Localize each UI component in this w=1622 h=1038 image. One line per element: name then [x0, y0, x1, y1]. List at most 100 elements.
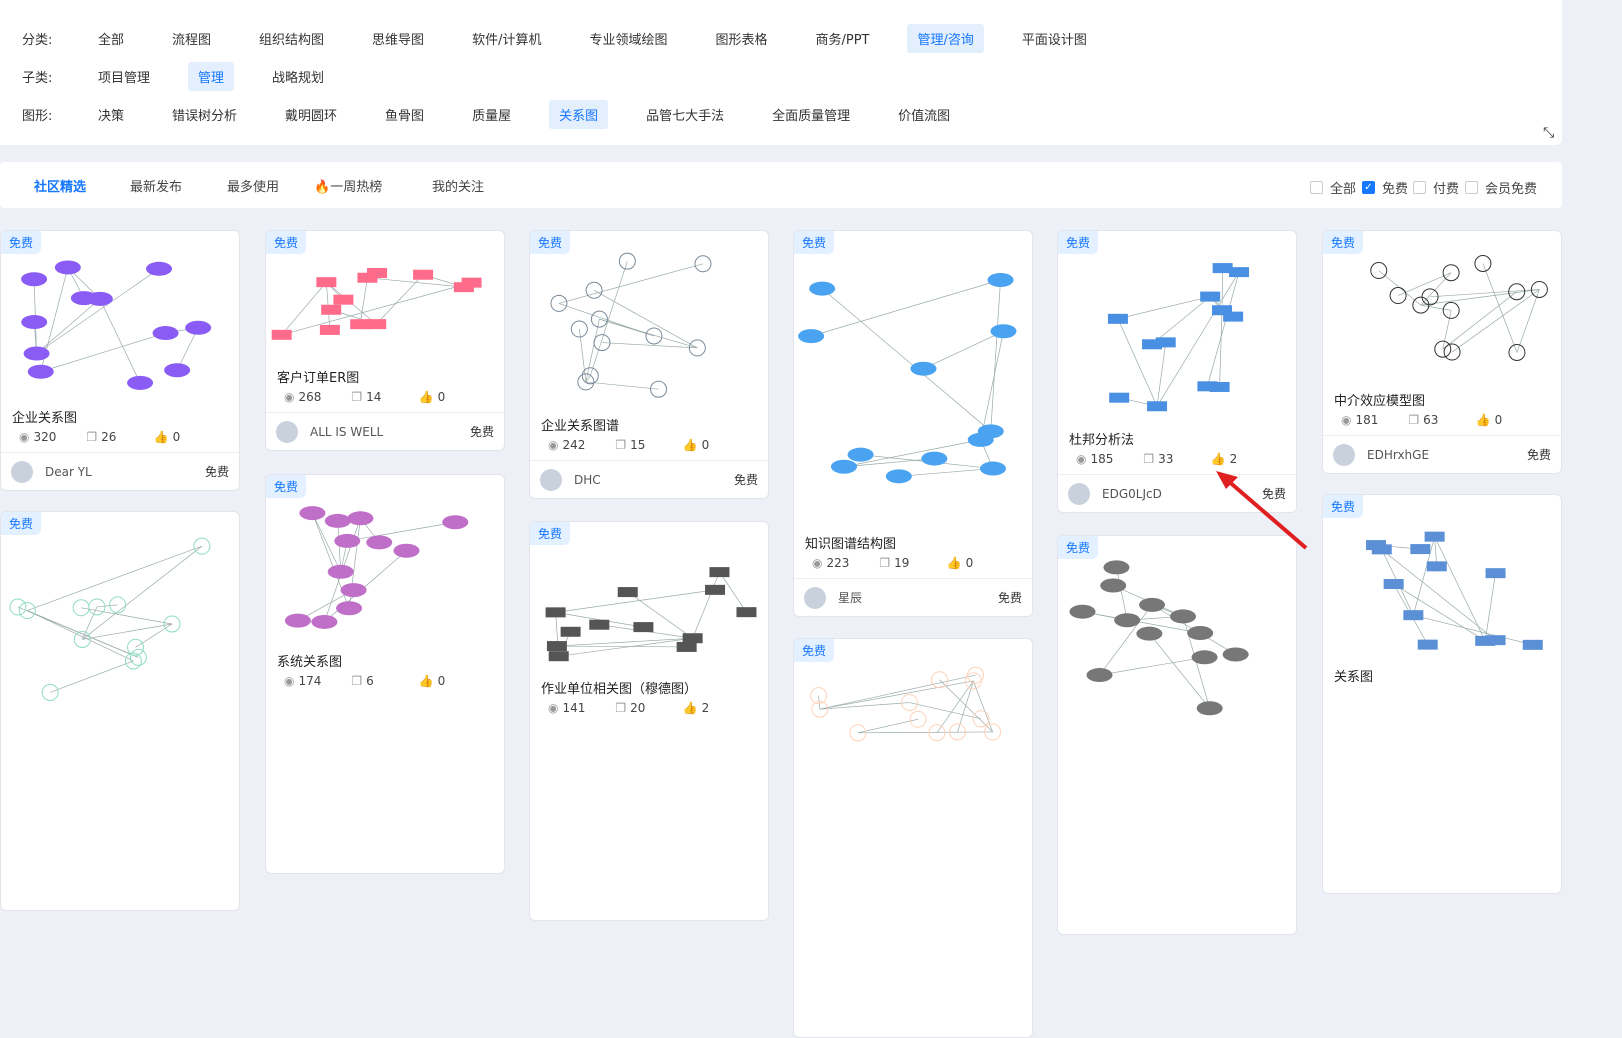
free-badge: 免费 — [1323, 495, 1364, 518]
template-thumbnail[interactable] — [530, 231, 768, 409]
likes-stat[interactable]: 👍0 — [154, 430, 221, 444]
template-thumbnail[interactable] — [266, 231, 504, 361]
filter-shape-item[interactable]: 品管七大手法 — [646, 108, 725, 124]
filter-shape-item[interactable]: 价值流图 — [898, 108, 951, 124]
filter-category-item[interactable]: 商务/PPT — [815, 32, 870, 48]
likes-stat[interactable]: 👍0 — [683, 438, 750, 452]
filter-category-item[interactable]: 图形表格 — [715, 32, 768, 48]
filter-category-item[interactable]: 思维导图 — [372, 32, 425, 48]
checkbox-checked[interactable]: ✓ — [1362, 181, 1375, 194]
fire-icon: 🔥 — [314, 180, 331, 195]
template-card[interactable]: 免费 — [793, 638, 1033, 1038]
template-card[interactable]: 免费 — [1057, 535, 1297, 935]
checkbox[interactable] — [1413, 181, 1426, 194]
card-title[interactable]: 企业关系图谱 — [541, 419, 620, 434]
template-card[interactable]: 免费关系图 — [1322, 494, 1562, 894]
filter-shape-item[interactable]: 戴明圆环 — [285, 108, 338, 124]
price-label: 免费 — [204, 465, 229, 479]
copies-stat: ❐19 — [879, 556, 946, 570]
template-thumbnail[interactable] — [530, 522, 768, 672]
avatar[interactable] — [540, 468, 562, 491]
template-thumbnail[interactable] — [794, 231, 1032, 527]
card-title[interactable]: 中介效应模型图 — [1334, 394, 1426, 409]
likes-stat[interactable]: 👍0 — [419, 390, 486, 404]
tab-latest[interactable]: 最新发布 — [130, 180, 183, 195]
card-title[interactable]: 客户订单ER图 — [277, 371, 360, 386]
filter-subcategory-item[interactable]: 管理 — [188, 61, 235, 91]
card-title[interactable]: 关系图 — [1334, 670, 1374, 685]
tab-weekly-hot[interactable]: 🔥一周热榜 — [314, 176, 382, 195]
filter-subcategory-item[interactable]: 战略规划 — [272, 70, 325, 86]
views-count: 174 — [298, 674, 322, 688]
eye-icon: ◉ — [548, 438, 559, 452]
filter-subcategory-item[interactable]: 项目管理 — [98, 70, 151, 86]
author-name[interactable]: EDHrxhGE — [1367, 447, 1430, 462]
template-thumbnail[interactable] — [1058, 231, 1296, 423]
tab-community[interactable]: 社区精选 — [34, 180, 87, 195]
template-card[interactable]: 免费系统关系图 ◉174 ❐6 👍0 — [265, 474, 505, 874]
card-stats: ◉141 ❐20 👍2 — [530, 699, 768, 723]
author-name[interactable]: 星辰 — [838, 591, 863, 605]
filter-category-item[interactable]: 流程图 — [172, 32, 212, 48]
filter-all-checkbox[interactable]: 全部 — [1310, 178, 1356, 197]
filter-shape-item[interactable]: 质量屋 — [472, 108, 512, 124]
views-count: 242 — [562, 438, 586, 452]
template-card[interactable]: 免费作业单位相关图（穆德图） ◉141 ❐20 👍2 — [529, 521, 769, 921]
checkbox[interactable] — [1465, 181, 1478, 194]
likes-stat[interactable]: 👍0 — [419, 674, 486, 688]
template-card[interactable]: 免费 — [0, 511, 240, 911]
card-title[interactable]: 杜邦分析法 — [1069, 433, 1135, 448]
filter-category-item[interactable]: 软件/计算机 — [472, 32, 542, 48]
card-title[interactable]: 企业关系图 — [12, 411, 78, 426]
filter-shape-item[interactable]: 全面质量管理 — [772, 108, 851, 124]
filter-paid-checkbox[interactable]: 付费 — [1413, 178, 1459, 197]
author-name[interactable]: ALL IS WELL — [310, 424, 384, 439]
likes-stat[interactable]: 👍0 — [947, 556, 1014, 570]
filter-label: 子类: — [22, 70, 53, 86]
likes-stat[interactable]: 👍2 — [1211, 452, 1278, 466]
filter-category-item[interactable]: 全部 — [98, 32, 125, 48]
template-thumbnail[interactable] — [1, 512, 239, 732]
card-title[interactable]: 作业单位相关图（穆德图） — [541, 682, 698, 697]
price-label: 免费 — [1526, 448, 1551, 462]
avatar[interactable] — [804, 586, 826, 609]
filter-category-item[interactable]: 管理/咨询 — [907, 23, 984, 53]
filter-shape-item[interactable]: 鱼骨图 — [385, 108, 425, 124]
likes-stat[interactable]: 👍2 — [683, 701, 750, 715]
author-name[interactable]: Dear YL — [45, 464, 92, 479]
filter-category-item[interactable]: 专业领域绘图 — [589, 32, 668, 48]
template-thumbnail[interactable] — [1, 231, 239, 401]
card-title[interactable]: 知识图谱结构图 — [805, 537, 897, 552]
copies-stat: ❐14 — [351, 390, 418, 404]
avatar[interactable] — [1333, 443, 1355, 466]
avatar[interactable] — [276, 420, 298, 443]
checkbox[interactable] — [1310, 181, 1323, 194]
filter-free-checkbox[interactable]: ✓免费 — [1362, 178, 1408, 197]
author-name[interactable]: DHC — [574, 472, 601, 487]
avatar[interactable] — [1068, 482, 1090, 505]
expand-icon[interactable]: ⤡ — [1543, 125, 1555, 141]
filter-member-free-checkbox[interactable]: 会员免费 — [1465, 178, 1537, 197]
filter-category-item[interactable]: 组织结构图 — [259, 32, 325, 48]
template-thumbnail[interactable] — [1323, 495, 1561, 660]
filter-shape-item[interactable]: 决策 — [98, 108, 125, 124]
copies-count: 20 — [630, 701, 646, 715]
avatar[interactable] — [11, 460, 33, 483]
card-title[interactable]: 系统关系图 — [277, 655, 343, 670]
filter-shape-item[interactable]: 关系图 — [549, 99, 609, 129]
template-thumbnail[interactable] — [266, 475, 504, 645]
tab-most-used[interactable]: 最多使用 — [227, 180, 280, 195]
tab-following[interactable]: 我的关注 — [432, 180, 485, 195]
filter-shape-item[interactable]: 错误树分析 — [172, 108, 238, 124]
template-thumbnail[interactable] — [1323, 231, 1561, 384]
author-name[interactable]: EDG0LJcD — [1102, 486, 1162, 501]
filter-category-item[interactable]: 平面设计图 — [1021, 32, 1087, 48]
template-thumbnail[interactable] — [1058, 536, 1296, 736]
likes-stat[interactable]: 👍0 — [1476, 413, 1543, 427]
